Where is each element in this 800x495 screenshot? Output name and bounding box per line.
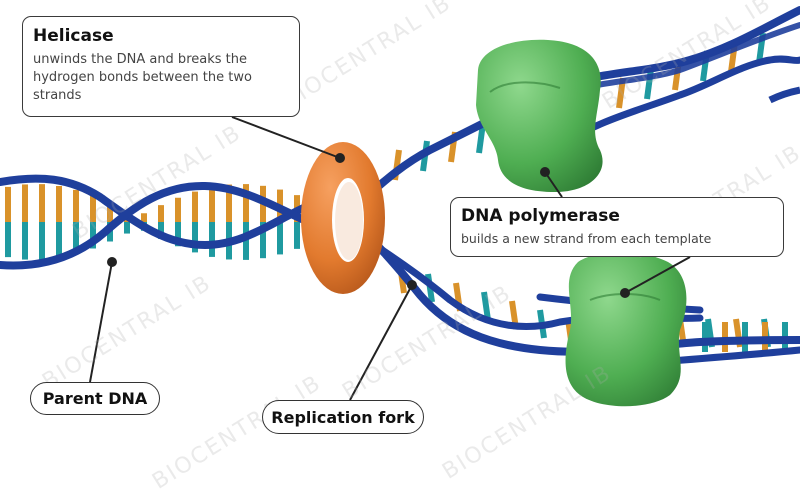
fork-leader-dot <box>407 280 417 290</box>
dna-polymerase-title: DNA polymerase <box>461 206 620 226</box>
helicase-callout: Helicase unwinds the DNA and breaks the … <box>22 16 300 117</box>
dna-polymerase-callout: DNA polymerase builds a new strand from … <box>450 197 784 257</box>
parent-dna-label: Parent DNA <box>30 382 160 415</box>
helicase-title: Helicase <box>33 26 114 46</box>
lower-dna-polymerase <box>565 252 687 407</box>
parent-dna-helix <box>0 174 349 270</box>
fork-leader <box>349 284 413 401</box>
base-pair-rung <box>644 68 654 100</box>
polymerase-leader-upper <box>544 171 563 198</box>
helicase-description: unwinds the DNA and breaks the hydrogen … <box>33 52 252 103</box>
polymerase-leader-lower <box>624 256 691 294</box>
dna-polymerase-description: builds a new strand from each template <box>461 231 712 246</box>
parent-dna-leader <box>89 261 113 383</box>
helicase-leader <box>231 116 341 159</box>
polymerase-lower-dot <box>620 288 630 298</box>
upper-dna-polymerase <box>476 39 603 192</box>
helicase-leader-dot <box>335 153 345 163</box>
leader-lines <box>89 116 691 401</box>
lower-template-strand <box>341 211 800 356</box>
dna-replication-diagram <box>0 6 800 407</box>
upper-trailing <box>768 86 800 104</box>
base-pair-rung <box>481 291 491 321</box>
helicase-ring <box>301 142 385 294</box>
polymerase-upper-dot <box>540 167 550 177</box>
replication-fork-label: Replication fork <box>262 400 424 434</box>
parent-backbone-b <box>0 181 349 270</box>
parent-dna-dot <box>107 257 117 267</box>
upper-helix-partner <box>556 55 800 149</box>
